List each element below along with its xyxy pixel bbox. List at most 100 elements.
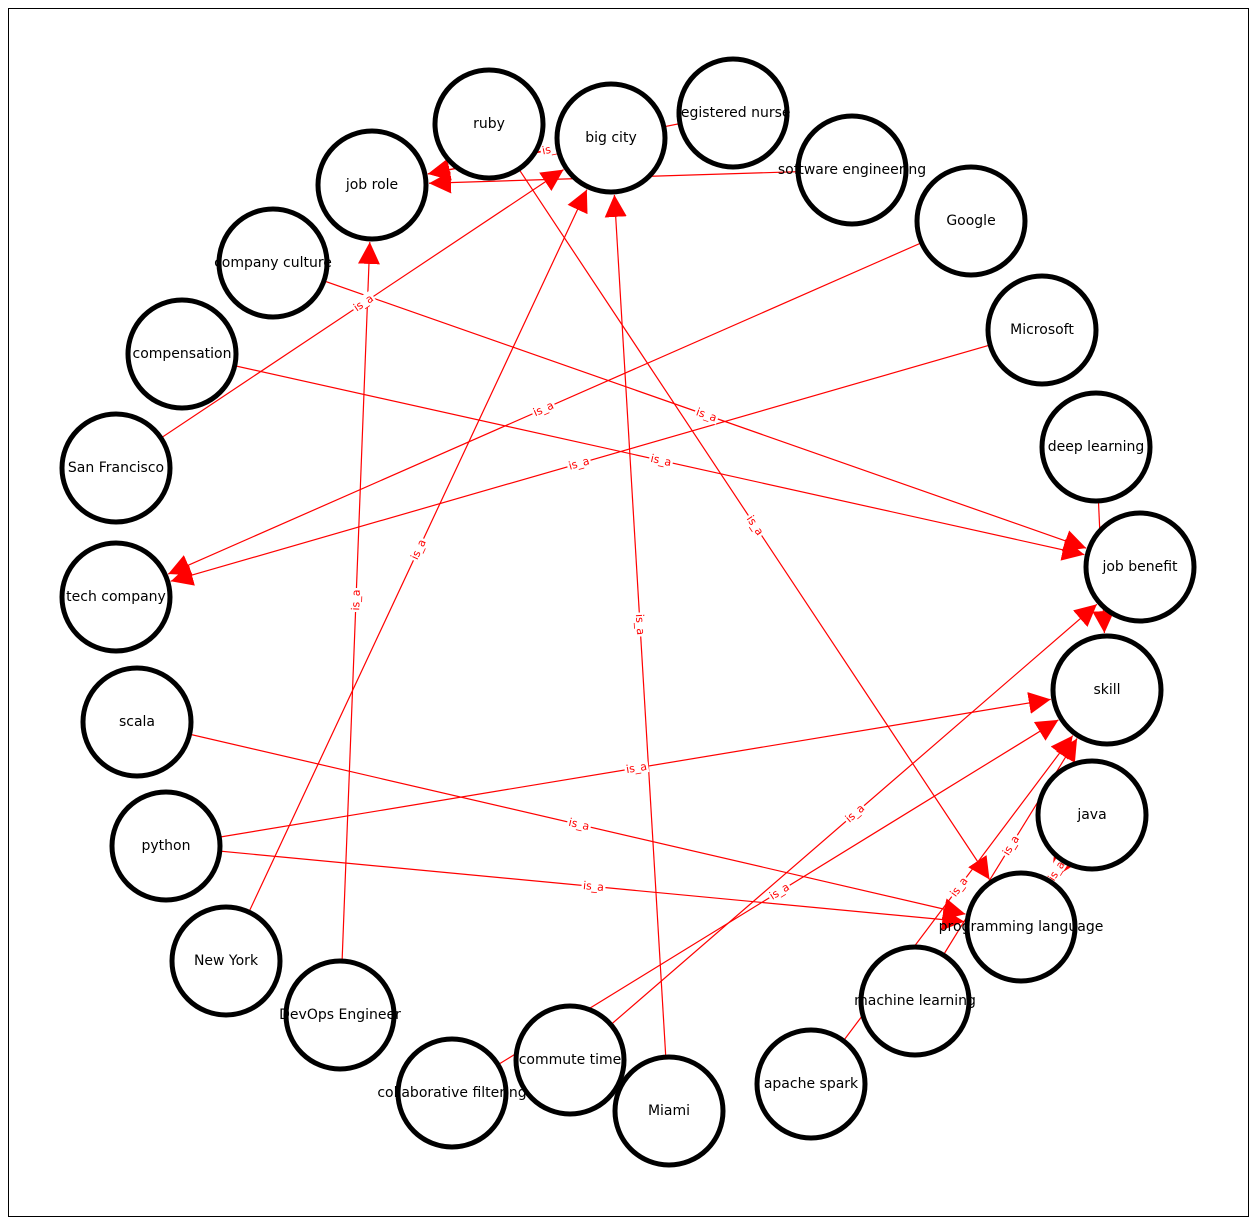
- edge-label-background: [580, 878, 607, 894]
- node-label: apache spark: [764, 1076, 859, 1092]
- edge-label-group: is_a: [565, 814, 593, 834]
- edge-label-background: [407, 535, 430, 563]
- node-machine-learning: machine learning: [854, 944, 976, 1058]
- edge-label-background: [743, 511, 768, 539]
- node-label: registered nurse: [675, 105, 790, 121]
- edge-commute-time-to-job-benefit: [569, 603, 1098, 1061]
- node-tech-company: tech company: [59, 540, 173, 654]
- edge-label-background: [349, 290, 377, 315]
- edge-label-group: is_a: [623, 759, 650, 776]
- node-circle: [754, 1027, 868, 1141]
- edge-label-background: [998, 831, 1023, 859]
- node-devops-engineer: DevOps Engineer: [279, 958, 401, 1072]
- node-label: java: [1076, 807, 1106, 823]
- edge-label: is_a: [567, 454, 591, 472]
- edge-label-group: is_a: [633, 612, 648, 637]
- node-miami: Miami: [612, 1054, 726, 1168]
- node-python: python: [109, 789, 223, 903]
- node-skill: skill: [1050, 633, 1164, 747]
- nodes-layer: ruby big city registered nurse job role soft…: [59, 56, 1197, 1168]
- edge-label-background: [565, 453, 593, 473]
- node-circle: [169, 904, 283, 1018]
- edge-scala-to-programming-language: [136, 721, 966, 920]
- edge-devops-engineer-to-job-role: [339, 241, 380, 1016]
- node-circle: [554, 81, 668, 195]
- node-circle: [283, 958, 397, 1072]
- node-software-engineering: software engineering: [778, 113, 926, 227]
- node-label: software engineering: [778, 162, 926, 178]
- node-label: Google: [946, 213, 995, 229]
- node-label: tech company: [66, 589, 166, 605]
- node-registered-nurse: registered nurse: [675, 56, 791, 170]
- edge-label-background: [693, 404, 721, 425]
- node-label: company culture: [214, 255, 332, 271]
- node-label: collaborative filtering: [377, 1085, 526, 1101]
- edge-label-background: [841, 800, 869, 826]
- edge-compensation-to-job-benefit: [181, 353, 1085, 561]
- node-san-francisco: San Francisco: [59, 411, 173, 525]
- node-label: DevOps Engineer: [279, 1007, 401, 1023]
- node-label: commute time: [519, 1052, 622, 1068]
- node-circle: [964, 870, 1078, 984]
- node-label: job benefit: [1101, 559, 1178, 575]
- edge-label-group: is_a: [647, 451, 675, 469]
- edge-label-background: [565, 814, 593, 834]
- node-new-york: New York: [169, 904, 283, 1018]
- node-circle: [1050, 633, 1164, 747]
- node-circle: [858, 944, 972, 1058]
- node-compensation: compensation: [125, 297, 239, 411]
- node-google: Google: [914, 164, 1028, 278]
- edge-ruby-to-programming-language: [488, 123, 991, 880]
- edge-label-group: is_a: [580, 878, 607, 894]
- node-circle: [432, 67, 546, 181]
- node-collaborative-filtering: collaborative filtering: [377, 1036, 527, 1150]
- node-circle: [1083, 510, 1197, 624]
- edge-label-background: [765, 879, 793, 903]
- edge-label-background: [529, 397, 557, 420]
- edge-san-francisco-to-big-city: [115, 169, 564, 469]
- node-label: ruby: [473, 116, 505, 132]
- edge-label: is_a: [582, 879, 604, 894]
- node-commute-time: commute time: [513, 1003, 627, 1117]
- node-job-benefit: job benefit: [1083, 510, 1197, 624]
- node-circle: [676, 56, 790, 170]
- node-label: big city: [585, 130, 636, 146]
- edge-label-background: [946, 873, 972, 901]
- node-java: java: [1035, 758, 1149, 872]
- node-circle: [795, 113, 909, 227]
- edge-python-to-programming-language: [165, 845, 965, 931]
- node-circle: [513, 1003, 627, 1117]
- edge-label: is_a: [625, 760, 648, 776]
- node-circle: [109, 789, 223, 903]
- edge-label-group: is_a: [348, 587, 363, 613]
- edge-label-background: [1044, 857, 1068, 885]
- node-job-role: job role: [315, 128, 429, 242]
- node-label: Miami: [648, 1103, 690, 1119]
- node-circle: [59, 411, 173, 525]
- node-label: New York: [194, 953, 259, 969]
- node-label: job role: [345, 177, 398, 193]
- node-circle: [59, 540, 173, 654]
- edge-label-background: [633, 612, 648, 637]
- node-circle: [315, 128, 429, 242]
- node-ruby: ruby: [432, 67, 546, 181]
- node-label: compensation: [133, 346, 232, 362]
- edge-label: is_a: [349, 589, 363, 611]
- node-circle: [612, 1054, 726, 1168]
- edge-label: is_a: [649, 452, 672, 469]
- node-programming-language: programming language: [939, 870, 1103, 984]
- node-label: San Francisco: [68, 460, 164, 476]
- node-label: scala: [119, 714, 155, 730]
- node-label: skill: [1093, 682, 1120, 698]
- edge-label-background: [647, 451, 675, 469]
- edge-miami-to-big-city: [604, 194, 670, 1112]
- node-deep-learning: deep learning: [1039, 390, 1153, 504]
- node-company-culture: company culture: [214, 206, 332, 320]
- node-circle: [1039, 390, 1153, 504]
- node-circle: [80, 665, 194, 779]
- node-apache-spark: apache spark: [754, 1027, 868, 1141]
- node-label: Microsoft: [1010, 322, 1074, 338]
- node-scala: scala: [80, 665, 194, 779]
- edge-label-background: [348, 587, 363, 613]
